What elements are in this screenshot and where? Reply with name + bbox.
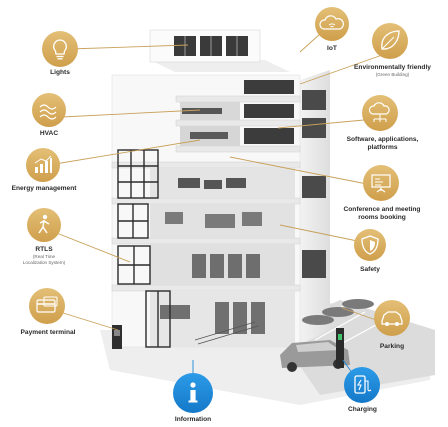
rooftop [149, 29, 290, 72]
label-energy: Energy management [11, 185, 77, 192]
label-iot: IoT [327, 45, 337, 52]
building-side-wall [300, 70, 330, 345]
label-hvac: HVAC [39, 130, 59, 137]
parked-cars [280, 299, 374, 372]
label-charging: Charging [348, 406, 377, 413]
leaf-icon [372, 23, 408, 59]
cloud-network-icon [362, 95, 398, 131]
info-icon [173, 373, 213, 413]
label-information: Information [174, 416, 212, 423]
label-rtls: RTLS [35, 246, 53, 253]
label-software: Software, applications, [346, 136, 419, 143]
ev-charger-icon [344, 367, 380, 403]
feature-icons [26, 7, 410, 413]
label-conference: Conference and meeting [343, 206, 421, 213]
sublabel-rtls-2: Localization System) [22, 260, 66, 265]
bar-chart-icon [26, 148, 60, 182]
label-conference-2: rooms booking [358, 214, 406, 221]
credit-card-icon [29, 288, 65, 324]
payment-kiosk [112, 325, 122, 349]
sublabel-env: (Green Building) [375, 72, 410, 77]
label-payment: Payment terminal [20, 329, 76, 336]
label-env: Environmentally friendly [354, 64, 431, 71]
presentation-board-icon [363, 165, 399, 201]
building-floors [111, 80, 326, 347]
air-flow-icon [32, 93, 66, 127]
facade-glass-frames [117, 149, 171, 348]
label-software-2: platforms [367, 144, 398, 151]
label-parking: Parking [379, 343, 405, 350]
lightbulb-icon [42, 31, 78, 67]
cloud-wifi-icon [315, 7, 349, 41]
label-safety: Safety [360, 266, 380, 273]
walking-person-icon [27, 208, 61, 242]
shield-icon [354, 229, 386, 261]
car-icon [374, 300, 410, 336]
label-lights: Lights [50, 69, 70, 76]
sublabel-rtls: (Real Time [32, 254, 56, 259]
